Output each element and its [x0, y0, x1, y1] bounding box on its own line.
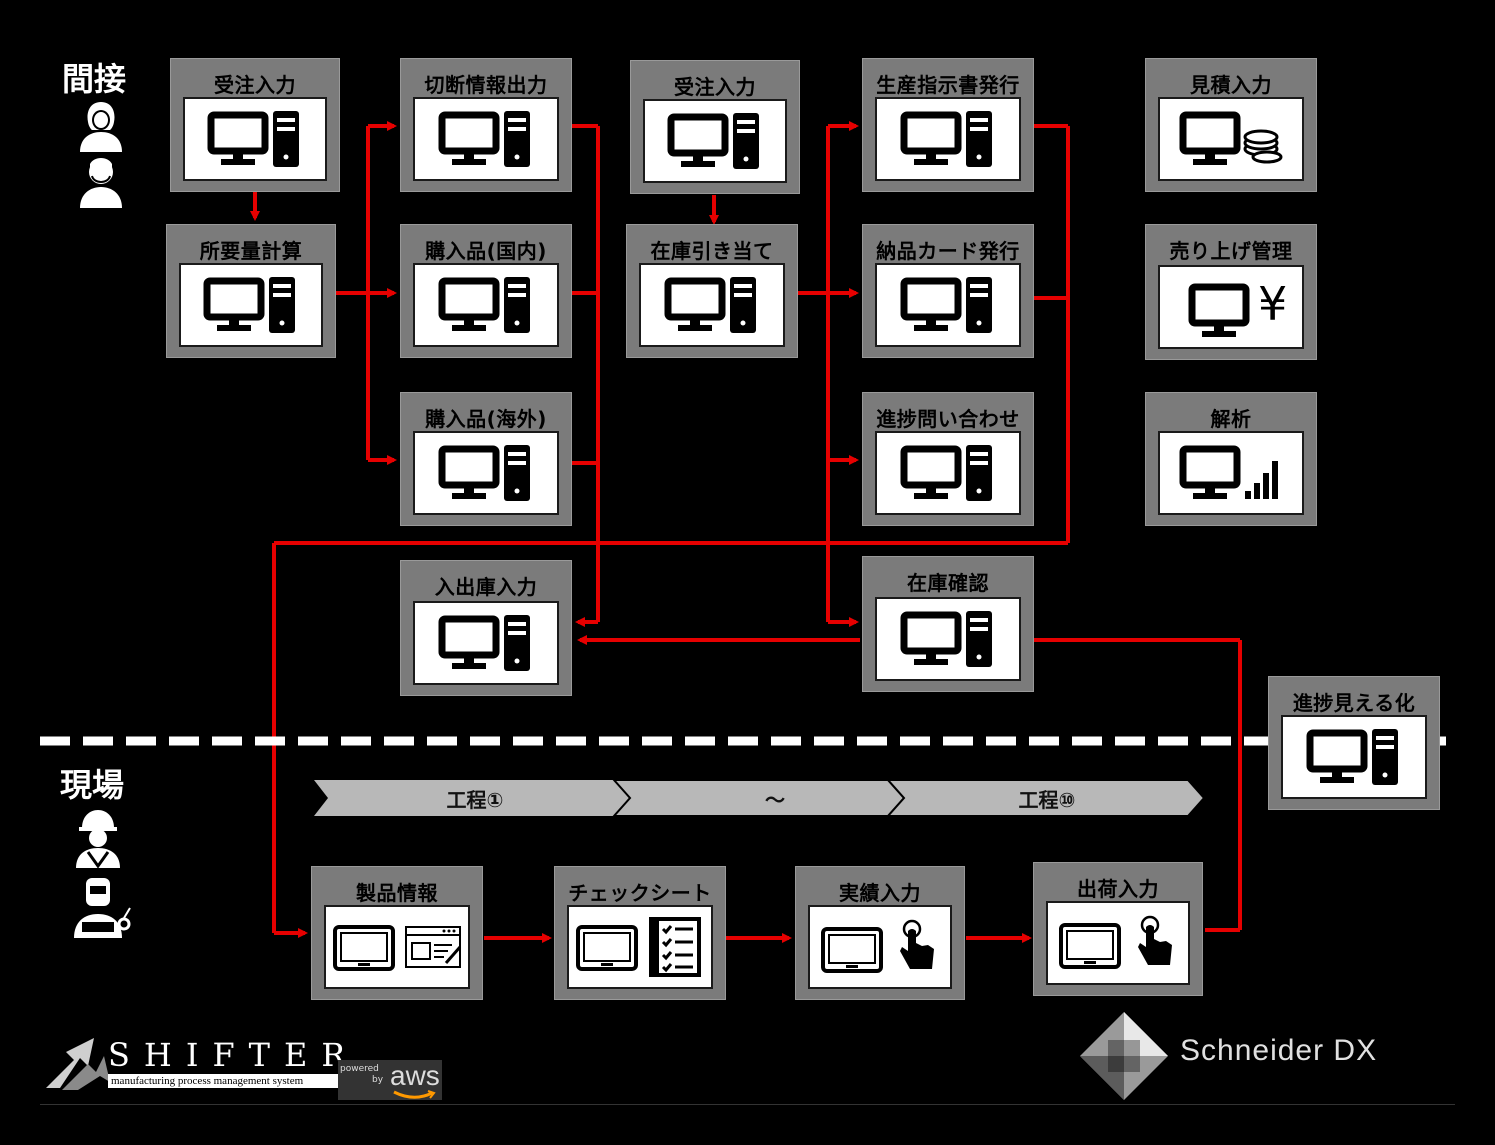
- box-sales-management[interactable]: 売り上げ管理 ¥: [1145, 224, 1317, 360]
- box-title: 受注入力: [674, 75, 756, 99]
- desktop-pc-icon: [438, 613, 534, 673]
- box-checksheet[interactable]: チェックシート: [554, 866, 726, 1000]
- box-title: 受注入力: [214, 73, 296, 97]
- tablet-touch-icon: [1059, 915, 1174, 969]
- by-text: by: [372, 1075, 384, 1085]
- tablet-checklist-icon: [576, 917, 701, 977]
- bar-chart-icon: [1179, 443, 1278, 503]
- box-title: 切断情報出力: [424, 73, 548, 97]
- monitor-icon: [1188, 281, 1252, 341]
- box-estimate-entry[interactable]: 見積入力: [1145, 58, 1317, 192]
- shifter-logo-text: SHIFTER: [108, 1036, 360, 1074]
- section-floor-label: 現場: [60, 766, 125, 804]
- box-purchase-overseas[interactable]: 購入品(海外): [400, 392, 572, 526]
- desktop-pc-icon: [900, 275, 996, 335]
- box-title: 購入品(海外): [425, 407, 547, 431]
- box-shipping-entry[interactable]: 出荷入力: [1033, 862, 1203, 996]
- box-analysis[interactable]: 解析: [1145, 392, 1317, 526]
- box-production-instruction[interactable]: 生産指示書発行: [862, 58, 1034, 192]
- box-results-entry[interactable]: 実績入力: [795, 866, 965, 1000]
- box-title: 在庫確認: [907, 571, 989, 595]
- box-title: 入出庫入力: [434, 575, 538, 599]
- desktop-pc-icon: [900, 109, 996, 169]
- box-stock-check[interactable]: 在庫確認: [862, 556, 1034, 692]
- aws-smile-icon: [393, 1090, 436, 1099]
- box-title: 解析: [1210, 407, 1252, 431]
- office-worker-female-icon: [80, 102, 122, 152]
- box-purchase-domestic[interactable]: 購入品(国内): [400, 224, 572, 358]
- box-title: チェックシート: [568, 881, 712, 905]
- box-title: 進捗問い合わせ: [876, 407, 1020, 431]
- worker-helmet-icon: [76, 810, 120, 868]
- desktop-pc-icon: [900, 609, 996, 669]
- desktop-pc-icon: [438, 275, 534, 335]
- box-in-out-entry[interactable]: 入出庫入力: [400, 560, 572, 696]
- desktop-pc-icon: [203, 275, 299, 335]
- box-title: 進捗見える化: [1292, 691, 1416, 715]
- box-title: 所要量計算: [199, 239, 303, 263]
- box-order-entry-2[interactable]: 受注入力: [630, 60, 800, 194]
- box-delivery-card[interactable]: 納品カード発行: [862, 224, 1034, 358]
- process-chevrons: [314, 780, 1204, 816]
- box-cutting-info-output[interactable]: 切断情報出力: [400, 58, 572, 192]
- tablet-touch-icon: [821, 919, 936, 973]
- shifter-logo-subtitle: manufacturing process management system: [108, 1074, 342, 1088]
- desktop-pc-icon: [667, 111, 763, 171]
- yen-icon: ¥: [1258, 277, 1288, 331]
- process-step-separator: ～: [765, 788, 785, 812]
- shifter-logo-mark: [46, 1038, 110, 1090]
- box-order-entry-1[interactable]: 受注入力: [170, 58, 340, 192]
- box-progress-inquiry[interactable]: 進捗問い合わせ: [862, 392, 1034, 526]
- desktop-pc-icon: [664, 275, 760, 335]
- box-title: 実績入力: [839, 881, 921, 905]
- process-step-last: 工程⑩: [1018, 788, 1076, 812]
- desktop-pc-icon: [438, 109, 534, 169]
- desktop-pc-icon: [900, 443, 996, 503]
- box-title: 出荷入力: [1077, 877, 1159, 901]
- worker-welder-icon: [74, 878, 131, 938]
- box-requirement-calc[interactable]: 所要量計算: [166, 224, 336, 358]
- schneider-dx-logo-text: Schneider DX: [1180, 1034, 1378, 1067]
- desktop-pc-icon: [207, 109, 303, 169]
- schneider-dx-logo-mark: [1080, 1012, 1168, 1100]
- box-title: 見積入力: [1190, 73, 1272, 97]
- footer-divider: [40, 1104, 1455, 1105]
- powered-by-aws-logo: powered by aws: [338, 1060, 442, 1100]
- powered-text: powered: [340, 1064, 379, 1074]
- box-product-info[interactable]: 製品情報: [311, 866, 483, 1000]
- tablet-document-icon: [333, 925, 462, 971]
- box-title: 生産指示書発行: [876, 73, 1020, 97]
- box-title: 製品情報: [356, 881, 438, 905]
- office-worker-male-icon: [80, 158, 122, 208]
- box-title: 売り上げ管理: [1169, 239, 1293, 263]
- coins-monitor-icon: [1179, 109, 1283, 169]
- aws-text: aws: [390, 1060, 440, 1091]
- box-title: 在庫引き当て: [650, 239, 774, 263]
- box-stock-allocation[interactable]: 在庫引き当て: [626, 224, 798, 358]
- desktop-pc-icon: [1306, 727, 1402, 787]
- desktop-pc-icon: [438, 443, 534, 503]
- box-title: 購入品(国内): [425, 239, 547, 263]
- box-title: 納品カード発行: [876, 239, 1020, 263]
- process-step-first: 工程①: [446, 788, 504, 812]
- section-office-label: 間接: [62, 60, 127, 98]
- box-progress-visualization[interactable]: 進捗見える化: [1268, 676, 1440, 810]
